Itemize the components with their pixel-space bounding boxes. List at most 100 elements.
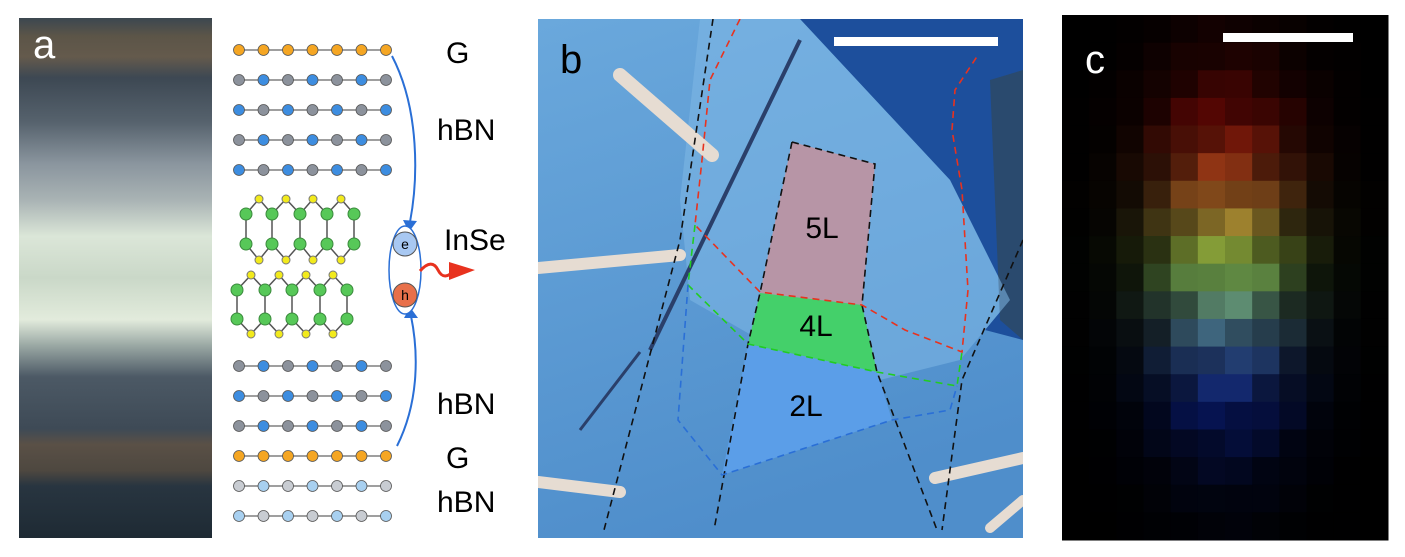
carbon-atom [306,44,319,56]
bn-atom [355,360,368,372]
bn-atom [282,134,294,146]
inse-layer-upper [239,194,361,265]
pl-pixel [1197,457,1226,486]
region-2l [722,344,892,475]
bn-atom [306,164,319,176]
pl-pixel [1197,374,1226,403]
pl-pixel [1116,42,1144,71]
pl-pixel [1062,42,1090,71]
pl-pixel [1279,236,1307,265]
pl-pixel [1306,429,1335,458]
pl-pixel [1306,318,1335,348]
bn-atom [282,74,294,86]
panel-a-image [19,18,212,538]
inse-upper-se-atoms [254,194,346,265]
pl-pixel [1089,125,1117,154]
pl-pixel [1143,70,1172,99]
pl-pixel [1089,429,1117,458]
bn-atom [331,74,343,86]
pl-pixel [1360,180,1389,209]
pl-pixel [1197,346,1226,375]
bn-atom [380,420,392,432]
pl-pixel [1116,208,1144,237]
se-atom [336,194,346,204]
pl-pixel [1143,374,1172,403]
pl-pixel [1116,15,1144,44]
pl-pixel [1225,97,1253,127]
pl-pixel [1143,318,1172,348]
outline-black-right [941,239,1023,531]
in-atom [265,207,279,221]
bn-atom [306,360,319,372]
pl-pixel [1225,429,1253,458]
pl-pixel [1143,180,1172,209]
pl-pixel [1089,180,1117,209]
pl-pixel [1116,457,1144,486]
pl-pixel [1279,42,1307,71]
pl-pixel [1360,291,1389,320]
flake-edge [648,39,802,351]
pl-pixel [1197,208,1226,237]
pl-pixel [1279,374,1307,403]
pl-pixel [1360,484,1389,513]
pl-pixel [1089,42,1117,71]
pl-pixel [1225,180,1253,209]
pl-pixel [1062,429,1090,458]
se-atom [274,329,284,339]
pl-pixel [1143,263,1172,292]
panel-b-letter: b [560,38,582,82]
pl-pixel [1225,318,1253,348]
pl-pixel [1143,42,1172,71]
in-atom [285,312,299,326]
in-atom [239,237,253,251]
pl-pixel [1089,97,1117,127]
bn-atom [306,420,319,432]
pl-pixel [1170,374,1199,403]
pl-pixel [1116,236,1144,265]
pl-pixel [1143,236,1172,265]
outline-black-left-outer [603,19,714,531]
bn-atom [331,480,343,492]
pl-pixel [1333,70,1362,99]
bn-atom [306,390,319,402]
bn-atom [380,104,392,116]
heterostructure-schematic: e h G hBN InSe hBN G hBN [230,37,506,522]
inse-layer-lower [230,270,354,339]
pl-pixel [1333,484,1362,513]
pl-pixel [1170,263,1199,292]
pl-pixel [1143,346,1172,375]
in-atom [258,283,272,297]
pl-pixel [1116,429,1144,458]
pl-pixel [1143,208,1172,237]
pl-pixel [1062,512,1090,541]
inse-lower-se-atoms [246,270,338,339]
in-atom [340,312,354,326]
label-graphene-top: G [446,37,469,70]
hole-arrow-head [404,307,418,318]
pl-pixel [1197,318,1226,348]
pl-pixel [1279,484,1307,513]
bn-atom [257,480,270,492]
panel-c: c [1062,15,1389,541]
outline-green [687,224,963,387]
pl-pixel [1116,374,1144,403]
pl-pixel [1143,457,1172,486]
pl-pixel [1062,374,1090,403]
pl-pixel [1252,291,1280,320]
pl-pixel [1306,346,1335,375]
pl-pixel [1306,97,1335,127]
emission-wave [418,262,456,278]
pl-pixel [1143,153,1172,182]
pl-pixel [1089,484,1117,513]
label-hbn-bottom: hBN [437,388,495,421]
pl-pixel [1170,208,1199,237]
pl-pixel [1306,291,1335,320]
pl-pixel [1225,374,1253,403]
pl-pixel [1279,346,1307,375]
carbon-atom [282,44,294,56]
inse-layers [230,194,361,339]
bn-atom [355,74,368,86]
in-atom [265,237,279,251]
bn-atom [380,480,392,492]
pl-pixel [1306,263,1335,292]
